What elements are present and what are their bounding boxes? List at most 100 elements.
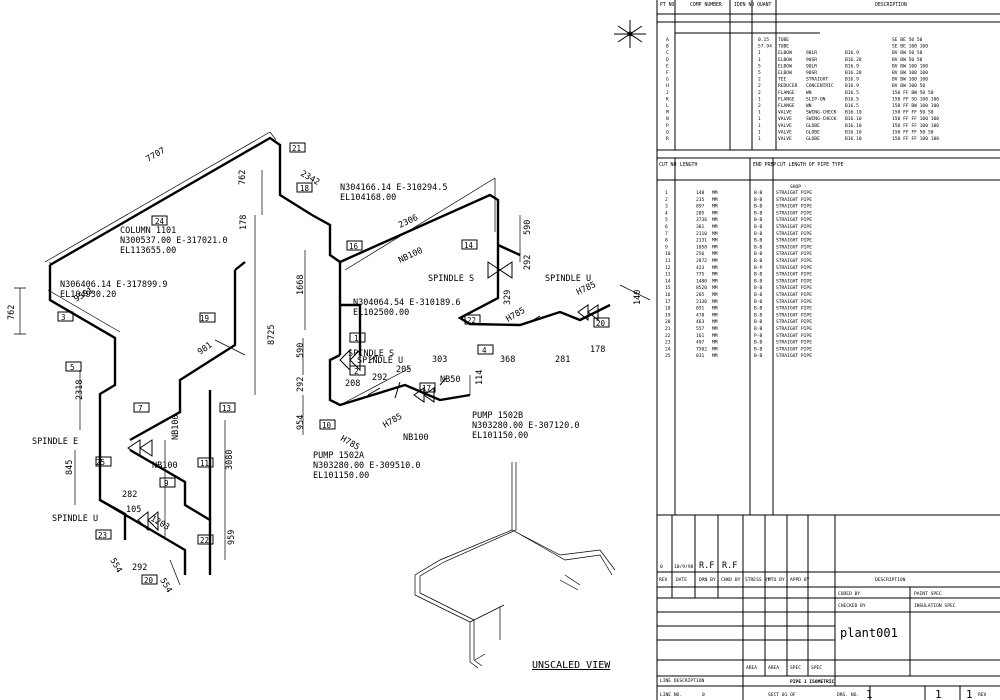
bom-pt-cell: P: [666, 123, 669, 129]
pt3-elev: EL102500.00: [353, 308, 409, 318]
dim-368: 368: [500, 355, 515, 365]
area-label-2: AREA: [768, 665, 779, 671]
bom-qty-cell: 2: [758, 83, 761, 89]
bom-size-cell: BV BW 50 50: [892, 50, 923, 56]
cut-type-cell: STRAIGHT PIPE: [776, 326, 812, 332]
cut-no-cell: 2: [665, 197, 668, 203]
bom-qty-cell: 1: [758, 96, 761, 102]
bom-std-cell: B16.5: [845, 90, 859, 96]
bom-desc-cell: VALVE: [778, 129, 792, 135]
cut-length-cell: 205: [696, 292, 705, 298]
checked-by: CHECKED BY: [838, 603, 866, 609]
bom-qty-cell: 1: [758, 129, 761, 135]
bom-qty-cell: 0.15: [758, 37, 769, 43]
rev-hdr-mto: MTO BY: [768, 577, 785, 583]
cut-prep-cell: P-B: [754, 333, 763, 339]
bom-spec-cell: GLOBE: [806, 123, 820, 129]
bom-pt-cell: E: [666, 63, 669, 69]
dim-292-b: 292: [296, 377, 306, 392]
bom-qty-cell: 1: [758, 57, 761, 63]
cut-prep-cell: B-B: [754, 217, 763, 223]
cut-unit-cell: MM: [712, 265, 718, 271]
cut-prep-cell: B-B: [754, 285, 763, 291]
bom-pt-cell: Q: [666, 129, 669, 135]
cut-type-cell: STRAIGHT PIPE: [776, 346, 812, 352]
cut-unit-cell: MM: [712, 272, 718, 278]
cut-length-cell: 235: [696, 197, 705, 203]
cut-type-cell: STRAIGHT PIPE: [776, 197, 812, 203]
cut-header-prep: END PREP: [753, 162, 776, 168]
cut-type-cell: STRAIGHT PIPE: [776, 210, 812, 216]
cut-type-cell: STRAIGHT PIPE: [776, 231, 812, 237]
cut-length-cell: 2872: [696, 258, 707, 264]
tag-10: 10: [322, 421, 332, 430]
pump-a-label: PUMP 1502A: [313, 451, 364, 461]
cut-no-cell: 20: [665, 319, 671, 325]
sect-label: SECT 01 OF: [768, 692, 796, 698]
nb50: NB50: [440, 375, 460, 385]
column-elev: EL113655.00: [120, 246, 176, 256]
tag-17: 18: [300, 184, 310, 193]
title-block: 0 10/9/98 R.F R.F REV DATE DRN BY CHKD B…: [659, 561, 987, 700]
cut-no-cell: 1: [665, 190, 668, 196]
dim-205: 205: [396, 365, 411, 375]
tag-3: 3: [61, 313, 66, 322]
cut-prep-cell: B-B: [754, 346, 763, 352]
cut-unit-cell: MM: [712, 346, 718, 352]
cut-prep-cell: B-B: [754, 251, 763, 257]
bom-desc-cell: FLANGE: [778, 96, 795, 102]
rev-hdr-rev: REV: [659, 577, 668, 583]
bom-std-cell: B16.28: [845, 70, 862, 76]
rev-hdr-appd: APPD BY: [790, 577, 810, 583]
bom-qty-cell: 2: [758, 103, 761, 109]
tag-22: 22: [467, 316, 476, 325]
cut-prep-cell: B-B: [754, 190, 763, 196]
bom-size-cell: SE BE 50 50: [892, 37, 923, 43]
cut-no-cell: 4: [665, 210, 668, 216]
cut-no-cell: 25: [665, 353, 671, 359]
cut-unit-cell: MM: [712, 278, 718, 284]
cut-unit-cell: MM: [712, 333, 718, 339]
dim-554-a: 554: [107, 557, 123, 575]
bom-desc-cell: ELBOW: [778, 57, 792, 63]
bom-spec-cell: 90SR: [806, 70, 817, 76]
bom-spec-cell: GLOBE: [806, 129, 820, 135]
dim-329: 329: [503, 290, 513, 305]
cut-unit-cell: MM: [712, 340, 718, 346]
cut-type-cell: STRAIGHT PIPE: [776, 306, 812, 312]
pt1-coord: N306406.14 E-317899.9: [60, 280, 167, 290]
dim-762-b: 762: [238, 170, 248, 185]
line-description-label: LINE DESCRIPTION: [660, 678, 704, 684]
bom-qty-cell: 1: [758, 50, 761, 56]
cut-prep-cell: B-B: [754, 319, 763, 325]
cut-length-cell: 775: [696, 272, 705, 278]
bom-pt-cell: L: [666, 103, 669, 109]
cut-type-cell: STRAIGHT PIPE: [776, 292, 812, 298]
tag-23: 23: [98, 531, 107, 540]
cut-type-cell: STRAIGHT PIPE: [776, 278, 812, 284]
bom-std-cell: B16.9: [845, 77, 859, 83]
tag-13: 13: [222, 404, 231, 413]
nb100-b: NB100: [397, 246, 424, 266]
pt3-coord: N304064.54 E-310189.6: [353, 298, 460, 308]
isometric-piping: 3 5 7 25 24 19 11 13 22 23 20 21 18 16 1…: [7, 131, 651, 595]
spindle-u-2: SPINDLE U: [357, 356, 403, 366]
cut-no-cell: 10: [665, 251, 671, 257]
bom-pt-cell: D: [666, 57, 669, 63]
dim-2318: 2318: [75, 380, 85, 400]
drg-no-value: 1: [866, 688, 873, 700]
cut-length-cell: 557: [696, 326, 705, 332]
cut-no-cell: 12: [665, 265, 671, 271]
bom-qty-cell: 1: [758, 110, 761, 116]
dim-554-b: 554: [157, 577, 173, 595]
cut-type-cell: STRAIGHT PIPE: [776, 340, 812, 346]
rev-hdr-stress: STRESS BY: [745, 577, 770, 583]
bom-qty-cell: 5: [758, 70, 761, 76]
bom-size-cell: 150 FF BW 50 50: [892, 90, 934, 96]
line-no-value: 0: [702, 692, 705, 698]
pt2-elev: EL104168.00: [340, 193, 396, 203]
cut-prep-cell: B-B: [754, 306, 763, 312]
cut-prep-cell: B-B: [754, 340, 763, 346]
cut-no-cell: 24: [665, 346, 671, 352]
cut-no-cell: 3: [665, 204, 668, 210]
